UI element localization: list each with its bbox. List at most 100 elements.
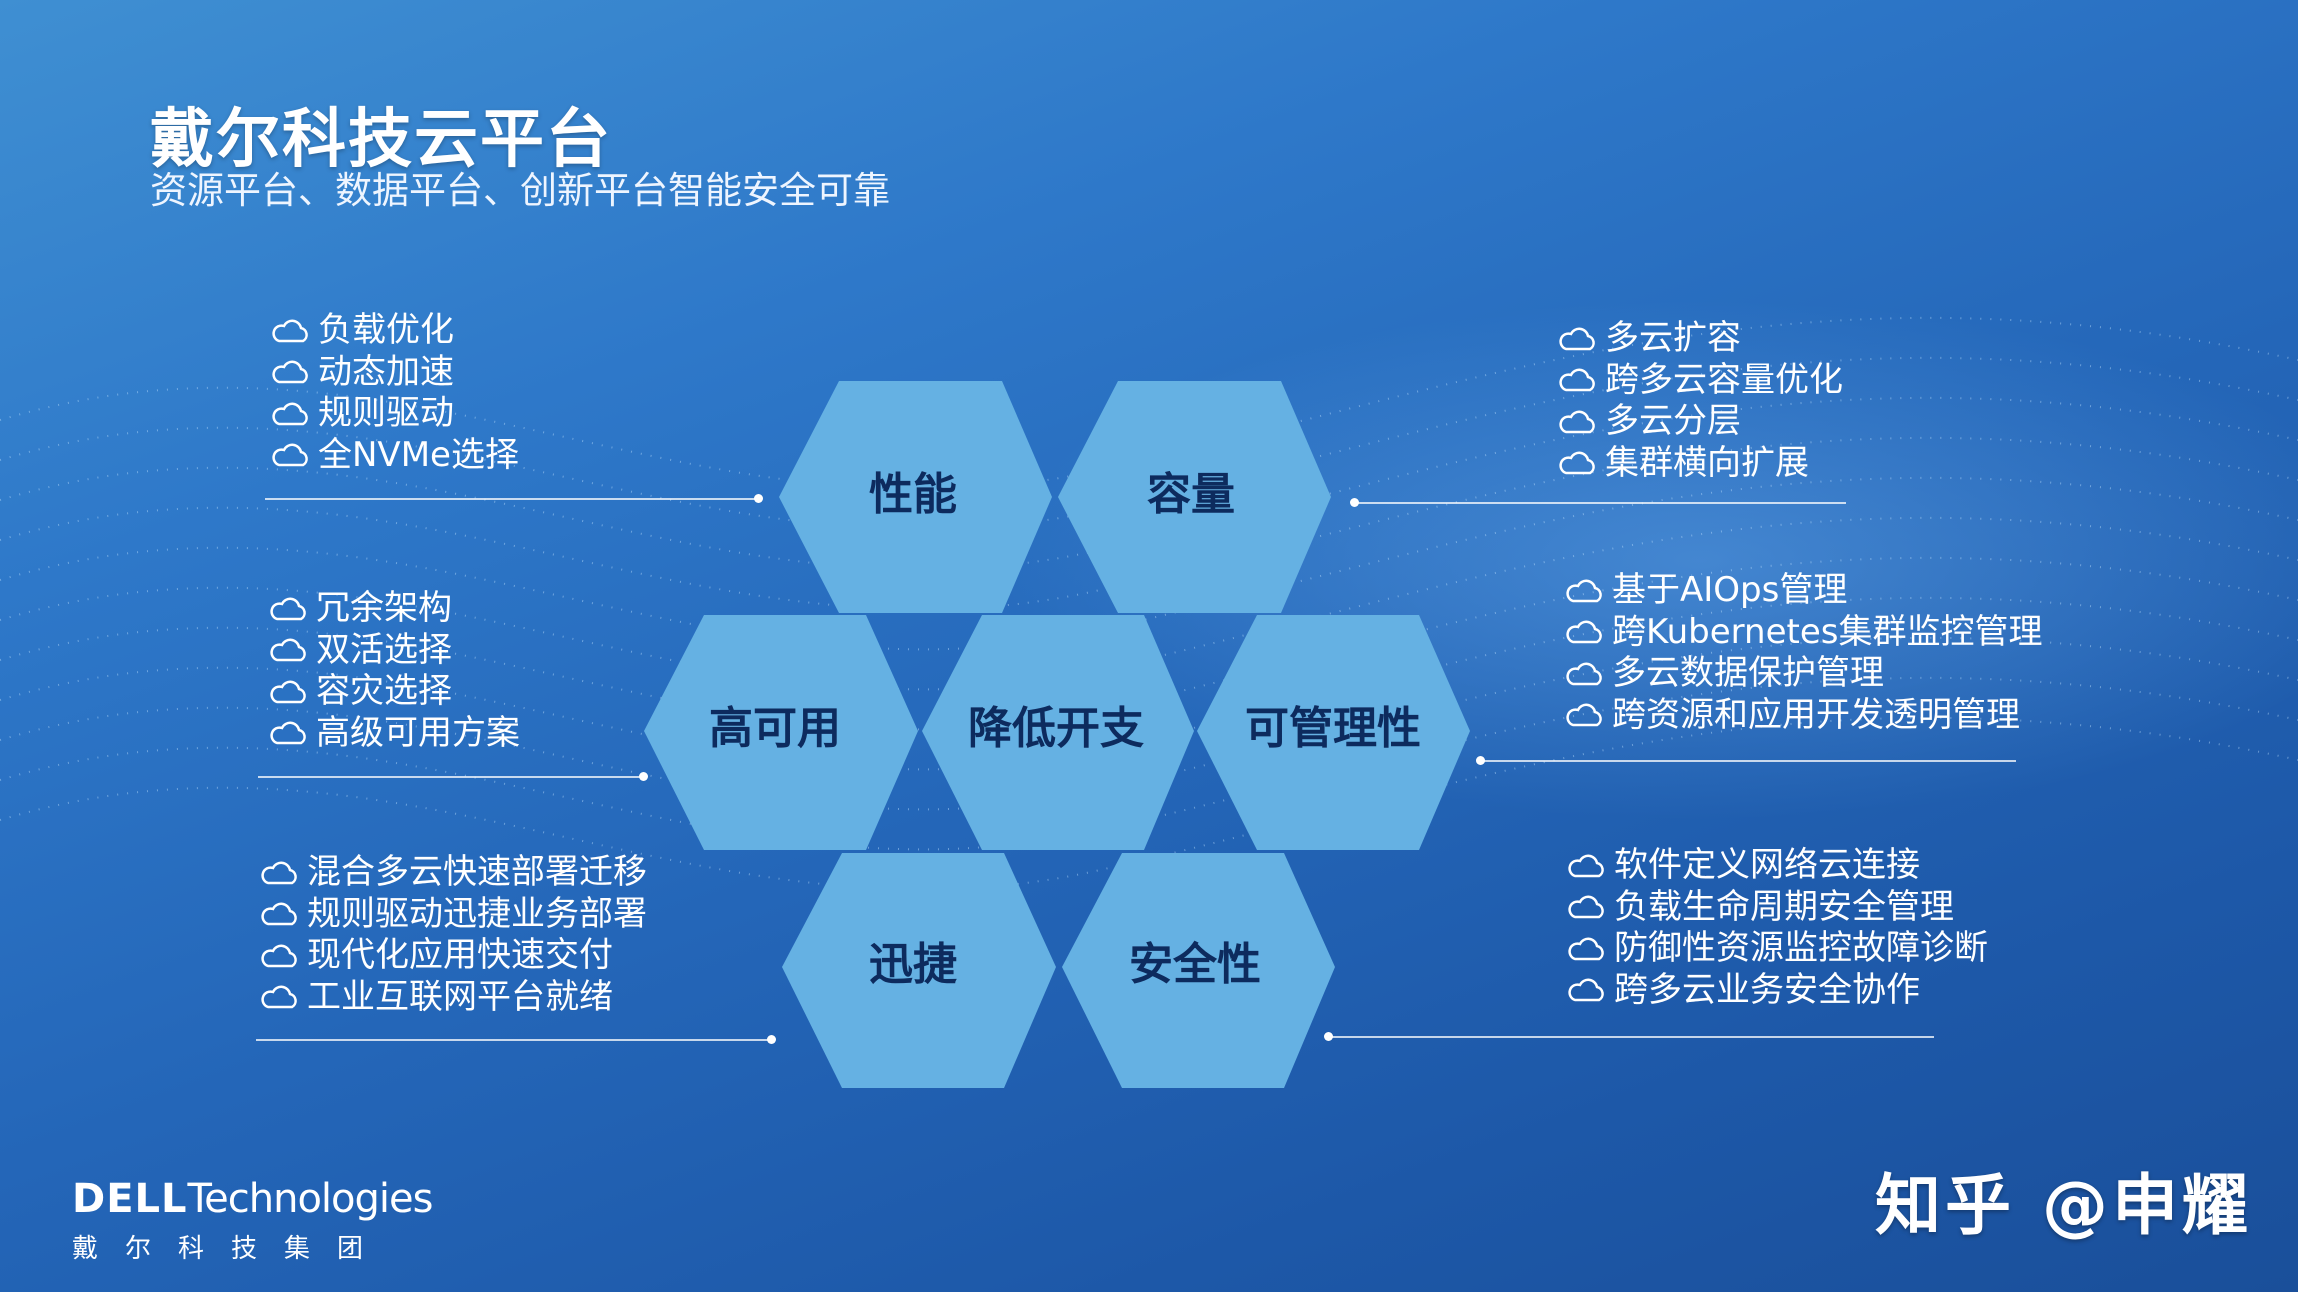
hex-label-security: 安全性 — [1129, 939, 1261, 990]
hex-label-capacity: 容量 — [1147, 469, 1235, 520]
leader-dot-manageability — [1476, 756, 1485, 765]
list-item-label: 跨资源和应用开发透明管理 — [1612, 694, 2020, 735]
list-item: 冗余架构 — [268, 588, 520, 630]
hex-label-cost: 降低开支 — [968, 703, 1144, 754]
list-item-label: 全NVMe选择 — [318, 434, 519, 475]
list-item: 混合多云快速部署迁移 — [259, 852, 647, 894]
cloud-icon — [261, 902, 297, 926]
cloud-icon — [272, 443, 308, 467]
leader-dot-availability — [639, 772, 648, 781]
cloud-icon — [270, 680, 306, 703]
feature-group-capacity: 多云扩容 跨多云容量优化 多云分层 集群横向扩展 — [1557, 318, 1843, 484]
list-item-label: 跨多云容量优化 — [1605, 359, 1843, 400]
list-item: 基于AIOps管理 — [1564, 570, 2042, 612]
hex-agility: 迅捷 — [782, 853, 1056, 1088]
feature-group-performance: 负载优化 动态加速 规则驱动 全NVMe选择 — [270, 310, 519, 476]
cloud-icon — [1566, 620, 1602, 644]
leader-line-availability — [258, 776, 640, 778]
list-item-label: 集群横向扩展 — [1605, 442, 1809, 483]
feature-group-availability: 冗余架构 双活选择 容灾选择 高级可用方案 — [268, 588, 520, 754]
cloud-icon — [1559, 327, 1595, 350]
hex-label-performance: 性能 — [869, 469, 957, 520]
cloud-icon — [1559, 410, 1595, 433]
list-item: 高级可用方案 — [268, 713, 520, 755]
list-item-label: 跨多云业务安全协作 — [1614, 969, 1920, 1010]
list-item-label: 动态加速 — [318, 351, 454, 392]
list-item: 容灾选择 — [268, 671, 520, 713]
cloud-icon — [270, 638, 306, 662]
list-item-label: 软件定义网络云连接 — [1614, 845, 1920, 885]
cloud-icon — [272, 402, 308, 425]
list-item: 负载优化 — [270, 310, 519, 352]
logo-brand-bold: DELL — [72, 1176, 188, 1222]
list-item-label: 现代化应用快速交付 — [307, 935, 613, 975]
list-item: 规则驱动 — [270, 393, 519, 435]
leader-line-capacity — [1356, 502, 1846, 504]
cloud-icon — [1566, 662, 1602, 685]
list-item-label: 多云数据保护管理 — [1612, 653, 1884, 693]
hex-cost: 降低开支 — [922, 615, 1194, 850]
list-item: 集群横向扩展 — [1557, 443, 1843, 485]
list-item-label: 多云扩容 — [1605, 318, 1741, 358]
list-item-label: 双活选择 — [316, 629, 452, 670]
cloud-icon — [1566, 703, 1602, 727]
list-item: 现代化应用快速交付 — [259, 935, 647, 977]
cloud-icon — [270, 721, 306, 745]
list-item: 跨资源和应用开发透明管理 — [1564, 695, 2042, 737]
list-item-label: 容灾选择 — [316, 671, 452, 711]
list-item: 软件定义网络云连接 — [1566, 845, 1988, 887]
logo-brand: DELLTechnologies — [72, 1176, 433, 1222]
cloud-icon — [272, 319, 308, 342]
list-item: 防御性资源监控故障诊断 — [1566, 928, 1988, 970]
list-item-label: 冗余架构 — [316, 588, 452, 628]
page-subtitle: 资源平台、数据平台、创新平台智能安全可靠 — [150, 169, 890, 212]
hex-capacity: 容量 — [1058, 381, 1331, 613]
list-item: 跨Kubernetes集群监控管理 — [1564, 612, 2042, 654]
list-item-label: 跨Kubernetes集群监控管理 — [1612, 611, 2043, 652]
leader-dot-performance — [754, 494, 763, 503]
leader-dot-security — [1324, 1032, 1333, 1041]
list-item: 跨多云业务安全协作 — [1566, 970, 1988, 1012]
list-item: 规则驱动迅捷业务部署 — [259, 894, 647, 936]
list-item-label: 规则驱动迅捷业务部署 — [307, 893, 647, 934]
list-item-label: 高级可用方案 — [316, 712, 520, 753]
list-item: 多云扩容 — [1557, 318, 1843, 360]
cloud-icon — [1568, 937, 1604, 960]
list-item-label: 基于AIOps管理 — [1612, 570, 1848, 610]
cloud-icon — [1568, 854, 1604, 877]
leader-line-performance — [265, 498, 760, 500]
leader-dot-agility — [767, 1035, 776, 1044]
list-item-label: 负载生命周期安全管理 — [1614, 886, 1954, 927]
page-title: 戴尔科技云平台 — [150, 103, 612, 177]
list-item: 负载生命周期安全管理 — [1566, 887, 1988, 929]
leader-line-agility — [256, 1039, 773, 1041]
logo-cn: 戴尔科技集团 — [72, 1234, 391, 1264]
dell-technologies-logo: DELLTechnologies 戴尔科技集团 — [72, 1176, 433, 1265]
list-item-label: 多云分层 — [1605, 401, 1741, 441]
watermark: 知乎 @申耀 — [1875, 1167, 2252, 1244]
feature-group-security: 软件定义网络云连接 负载生命周期安全管理 防御性资源监控故障诊断 跨多云业务安全… — [1566, 845, 1988, 1011]
feature-group-agility: 混合多云快速部署迁移 规则驱动迅捷业务部署 现代化应用快速交付 工业互联网平台就… — [259, 852, 647, 1018]
list-item: 全NVMe选择 — [270, 435, 519, 477]
hex-manageability: 可管理性 — [1197, 615, 1470, 850]
cloud-icon — [270, 597, 306, 620]
cloud-icon — [1568, 895, 1604, 919]
hex-label-manageability: 可管理性 — [1245, 703, 1421, 754]
list-item: 多云分层 — [1557, 401, 1843, 443]
leader-line-manageability — [1482, 760, 2016, 762]
cloud-icon — [261, 985, 297, 1009]
list-item: 双活选择 — [268, 630, 520, 672]
cloud-icon — [1568, 978, 1604, 1002]
hex-label-agility: 迅捷 — [869, 939, 957, 990]
leader-dot-capacity — [1350, 498, 1359, 507]
list-item-label: 负载优化 — [318, 310, 454, 350]
cloud-icon — [272, 360, 308, 384]
hex-security: 安全性 — [1062, 853, 1335, 1088]
leader-line-security — [1330, 1036, 1934, 1038]
list-item: 跨多云容量优化 — [1557, 360, 1843, 402]
list-item-label: 混合多云快速部署迁移 — [307, 852, 647, 892]
list-item-label: 防御性资源监控故障诊断 — [1614, 928, 1988, 968]
hex-label-availability: 高可用 — [709, 703, 841, 754]
list-item-label: 规则驱动 — [318, 393, 454, 433]
